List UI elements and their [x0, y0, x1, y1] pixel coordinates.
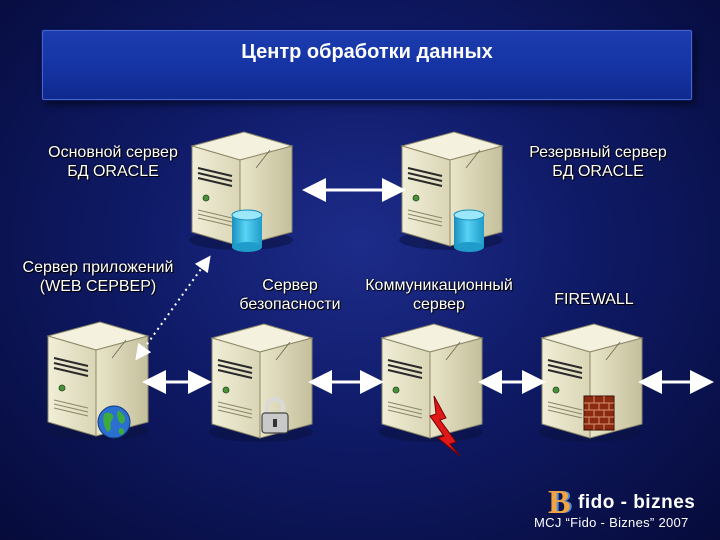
- fido-biznes-logo: B fido - biznes MCJ “Fido - Biznes” 2007: [534, 484, 710, 532]
- logo-icon: B: [548, 484, 571, 521]
- logo-text: fido - biznes: [578, 492, 696, 513]
- label-comm-server-line1: Коммуникационный: [365, 277, 513, 294]
- comm-server: [376, 320, 486, 457]
- backup-db-server: [396, 128, 506, 252]
- lightning-icon: [429, 395, 461, 457]
- label-primary-db-line2: БД ORACLE: [67, 163, 159, 180]
- label-comm-server-line2: сервер: [413, 296, 465, 313]
- label-primary-db-line1: Основной сервер: [48, 144, 178, 161]
- label-app-server-line2: (WEB СЕРВЕР): [39, 278, 157, 295]
- brick-wall-icon: [583, 395, 615, 431]
- database-icon: [231, 209, 263, 252]
- label-primary-db: Основной сервер БД ORACLE: [28, 143, 198, 181]
- app-server: [42, 318, 152, 441]
- primary-db-server: [186, 128, 296, 252]
- label-comm-server: Коммуникационный сервер: [346, 276, 532, 314]
- logo-caption: MCJ “Fido - Biznes” 2007: [534, 515, 689, 530]
- padlock-icon: [261, 397, 289, 434]
- page-title: Центр обработки данных: [241, 41, 493, 63]
- dotted-link-arrow: [135, 255, 211, 361]
- firewall-server: [536, 320, 646, 443]
- globe-icon: [97, 405, 131, 439]
- label-backup-db: Резервный сервер БД ORACLE: [508, 143, 688, 181]
- title-banner: Центр обработки данных: [42, 30, 692, 100]
- security-server: [206, 320, 316, 443]
- label-firewall: FIREWALL: [554, 291, 634, 308]
- label-security-server-line1: Сервер: [262, 277, 318, 294]
- label-backup-db-line1: Резервный сервер: [529, 144, 667, 161]
- label-security-server: Сервер безопасности: [226, 276, 354, 314]
- label-backup-db-line2: БД ORACLE: [552, 163, 644, 180]
- database-icon: [453, 209, 485, 252]
- label-security-server-line2: безопасности: [239, 296, 341, 313]
